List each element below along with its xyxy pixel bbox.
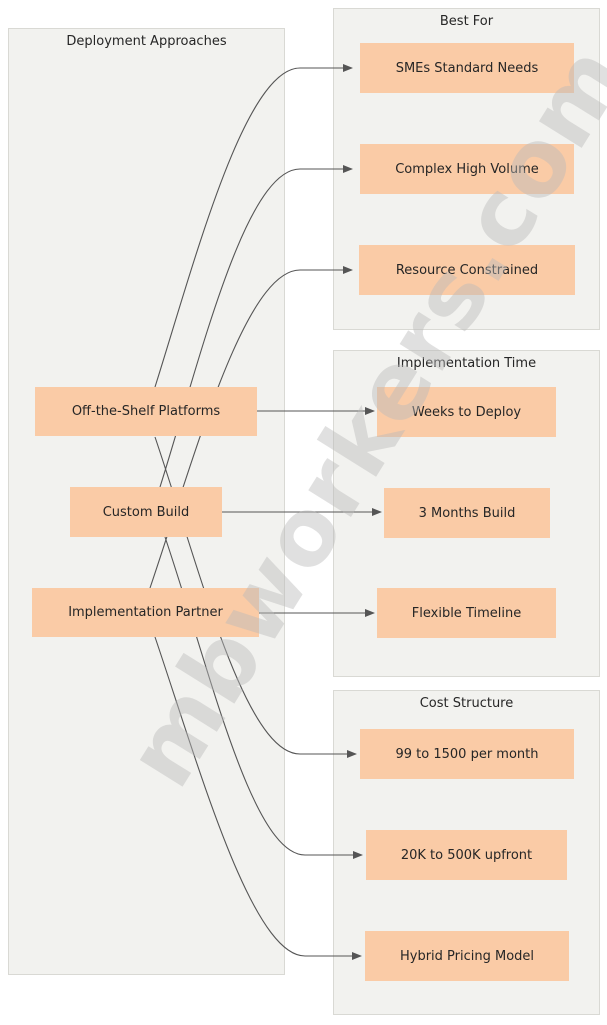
edge-custombuild-to-upfront	[164, 536, 363, 859]
panel-title-cost-structure: Cost Structure	[419, 696, 514, 711]
node-3-months-build: 3 Months Build	[384, 488, 550, 538]
panel-title-implementation-time: Implementation Time	[396, 356, 537, 371]
node-complex-high-volume: Complex High Volume	[360, 144, 574, 194]
node-20k-to-500k-upfront: 20K to 500K upfront	[366, 830, 567, 880]
panel-title-best-for: Best For	[439, 14, 494, 29]
node-hybrid-pricing-model: Hybrid Pricing Model	[365, 931, 569, 981]
node-off-the-shelf-platforms: Off-the-Shelf Platforms	[35, 387, 257, 436]
panel-title-deployment-approaches: Deployment Approaches	[66, 34, 227, 49]
node-implementation-partner: Implementation Partner	[32, 588, 259, 637]
edge-offtheshelf-to-smes	[154, 64, 353, 388]
node-flexible-timeline: Flexible Timeline	[377, 588, 556, 638]
edge-custombuild-to-complex	[159, 165, 353, 488]
node-smes-standard-needs: SMEs Standard Needs	[360, 43, 574, 93]
node-weeks-to-deploy: Weeks to Deploy	[377, 387, 556, 437]
node-custom-build: Custom Build	[70, 487, 222, 537]
edge-partner-to-hybrid	[154, 636, 362, 960]
node-99-to-1500-per-month: 99 to 1500 per month	[360, 729, 574, 779]
node-resource-constrained: Resource Constrained	[359, 245, 575, 295]
